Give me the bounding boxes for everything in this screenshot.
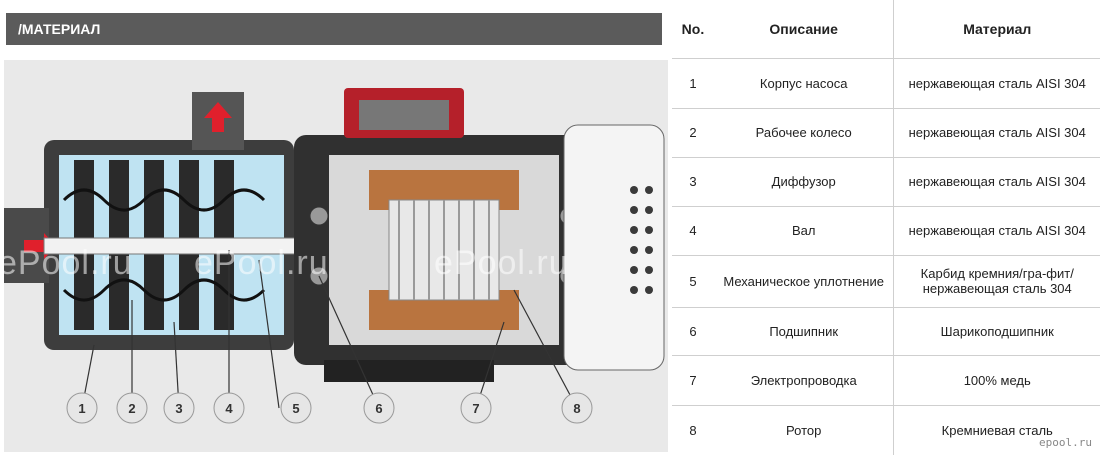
terminal-box-inner xyxy=(359,100,449,130)
table-row: 6 Подшипник Шарикоподшипник xyxy=(672,306,1100,355)
watermark: ePool.ru xyxy=(4,244,133,282)
row-description: Вал xyxy=(713,205,894,255)
row-no: 6 xyxy=(672,306,714,355)
row-material: нержавеющая сталь AISI 304 xyxy=(893,107,1100,157)
row-description: Ротор xyxy=(713,404,894,455)
outlet-arrow-icon xyxy=(204,102,232,132)
row-material: 100% медь xyxy=(893,354,1100,405)
table-row: 3 Диффузор нержавеющая сталь AISI 304 xyxy=(672,156,1100,206)
callout-5: 5 xyxy=(292,401,299,416)
row-description: Диффузор xyxy=(713,156,894,206)
fan-cover xyxy=(563,124,665,371)
callout-3: 3 xyxy=(175,401,182,416)
header-description: Описание xyxy=(713,0,894,59)
table-row: 1 Корпус насоса нержавеющая сталь AISI 3… xyxy=(672,57,1100,108)
row-description: Корпус насоса xyxy=(713,57,894,108)
row-no: 2 xyxy=(672,107,714,157)
row-description: Электропроводка xyxy=(713,354,894,405)
callout-6: 6 xyxy=(375,401,382,416)
bearing-left-top xyxy=(309,206,329,226)
row-no: 4 xyxy=(672,205,714,255)
row-description: Механическое уплотнение xyxy=(713,254,894,307)
materials-table: No. Описание Материал 1 Корпус насоса не… xyxy=(672,0,1100,455)
row-no: 3 xyxy=(672,156,714,206)
table-row: 2 Рабочее колесо нержавеющая сталь AISI … xyxy=(672,107,1100,157)
row-no: 7 xyxy=(672,354,714,405)
table-row: 4 Вал нержавеющая сталь AISI 304 xyxy=(672,205,1100,255)
row-no: 8 xyxy=(672,404,714,455)
diffuser-vanes xyxy=(62,188,266,302)
callout-1: 1 xyxy=(78,401,85,416)
watermark: ePool.ru xyxy=(194,244,329,282)
table-row: 7 Электропроводка 100% медь xyxy=(672,354,1100,405)
motor-base xyxy=(324,360,494,382)
section-title: /МАТЕРИАЛ xyxy=(6,13,662,45)
pump-illustration: 1 2 3 4 5 6 7 8 xyxy=(4,88,665,424)
row-material: Карбид кремния/гра-фит/нержавеющая сталь… xyxy=(893,254,1100,307)
pump-cutaway-diagram: 1 2 3 4 5 6 7 8 ePool.ru ePool.ru ePool.… xyxy=(4,60,668,452)
row-no: 5 xyxy=(672,254,714,307)
table-row: 5 Механическое уплотнение Карбид кремния… xyxy=(672,254,1100,307)
row-material: нержавеющая сталь AISI 304 xyxy=(893,205,1100,255)
callout-markers xyxy=(66,392,593,424)
row-material: Шарикоподшипник xyxy=(893,306,1100,355)
watermark: ePool.ru xyxy=(434,244,569,282)
row-material: нержавеющая сталь AISI 304 xyxy=(893,57,1100,108)
fan-grille xyxy=(630,186,653,294)
header-no: No. xyxy=(672,0,714,59)
rotor-laminations xyxy=(398,200,490,300)
callout-7: 7 xyxy=(472,401,479,416)
row-material: Кремниевая сталь xyxy=(893,404,1100,455)
table-row: 8 Ротор Кремниевая сталь xyxy=(672,404,1100,455)
site-logo: epool.ru xyxy=(1039,436,1092,449)
callout-2: 2 xyxy=(128,401,135,416)
row-material: нержавеющая сталь AISI 304 xyxy=(893,156,1100,206)
callout-8: 8 xyxy=(573,401,580,416)
row-description: Рабочее колесо xyxy=(713,107,894,157)
callout-4: 4 xyxy=(225,401,233,416)
row-no: 1 xyxy=(672,57,714,108)
header-material: Материал xyxy=(893,0,1100,59)
row-description: Подшипник xyxy=(713,306,894,355)
